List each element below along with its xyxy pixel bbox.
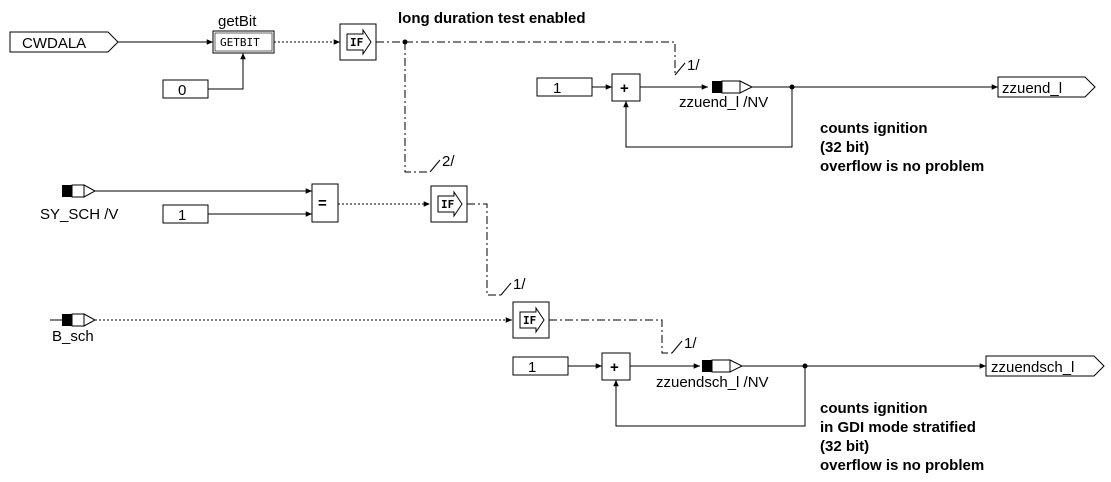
getbit-title: getBit (218, 13, 257, 30)
svg-text:IF: IF (350, 36, 363, 49)
sum-block-2: + (601, 352, 631, 381)
message-port-sy-sch: SY_SCH /V (40, 184, 118, 223)
variable-zzuendsch-l: zzuendsch_l /NV (656, 359, 769, 391)
equals-block: = (311, 183, 339, 223)
constant-one-b: 1 (162, 204, 209, 224)
svg-text:0: 0 (178, 82, 186, 99)
constant-one-c: 1 (512, 356, 569, 376)
zzuend-l-nv-label: zzuend_l /NV (679, 94, 768, 111)
getbit-block: getBit GETBIT (212, 13, 275, 54)
svg-text:(32 bit): (32 bit) (820, 438, 869, 455)
if-block-2: IF (430, 185, 468, 223)
svg-text:counts ignition: counts ignition (820, 120, 927, 137)
output-port-zzuend-l: zzuend_l (997, 76, 1096, 98)
message-port-b-sch: B_sch (50, 313, 97, 345)
svg-text:overflow is no problem: overflow is no problem (820, 457, 984, 474)
svg-text:=: = (318, 195, 327, 212)
svg-text:(32 bit): (32 bit) (820, 139, 869, 156)
if-block-3: IF (512, 301, 550, 339)
svg-text:IF: IF (523, 314, 536, 327)
switch-label-2: 2/ (442, 153, 455, 170)
annotation-counts-ignition-gdi: counts ignition in GDI mode stratified (… (820, 400, 984, 474)
svg-text:in GDI mode stratified: in GDI mode stratified (820, 419, 976, 436)
zzuend-l-label: zzuend_l (1002, 80, 1062, 97)
svg-text:1: 1 (178, 207, 186, 224)
if-block-1: IF (339, 23, 377, 61)
getbit-body: GETBIT (220, 36, 260, 49)
input-port-cwdala: CWDALA (9, 31, 119, 53)
svg-text:+: + (620, 80, 629, 97)
svg-text:+: + (610, 359, 619, 376)
sy-sch-label: SY_SCH /V (40, 206, 118, 223)
wires (95, 39, 998, 427)
constant-zero: 0 (162, 79, 209, 99)
svg-text:1: 1 (528, 359, 536, 376)
output-port-zzuendsch-l: zzuendsch_l (985, 355, 1105, 377)
zzuendsch-l-nv-label: zzuendsch_l /NV (656, 374, 769, 391)
svg-text:IF: IF (441, 198, 454, 211)
cwdala-label: CWDALA (22, 35, 86, 52)
sum-block-1: + (611, 73, 641, 102)
svg-text:1: 1 (553, 80, 561, 97)
svg-text:counts ignition: counts ignition (820, 400, 927, 417)
b-sch-label: B_sch (52, 328, 94, 345)
constant-one-a: 1 (536, 77, 593, 97)
variable-zzuend-l: zzuend_l /NV (679, 80, 768, 111)
svg-text:overflow is no problem: overflow is no problem (820, 158, 984, 175)
switch-label-1: 1/ (687, 57, 700, 74)
annotation-long-duration: long duration test enabled (398, 10, 586, 27)
annotation-counts-ignition: counts ignition (32 bit) overflow is no … (820, 120, 984, 175)
zzuendsch-l-label: zzuendsch_l (991, 359, 1074, 376)
switch-label-3: 1/ (513, 276, 526, 293)
switch-label-4: 1/ (684, 335, 697, 352)
